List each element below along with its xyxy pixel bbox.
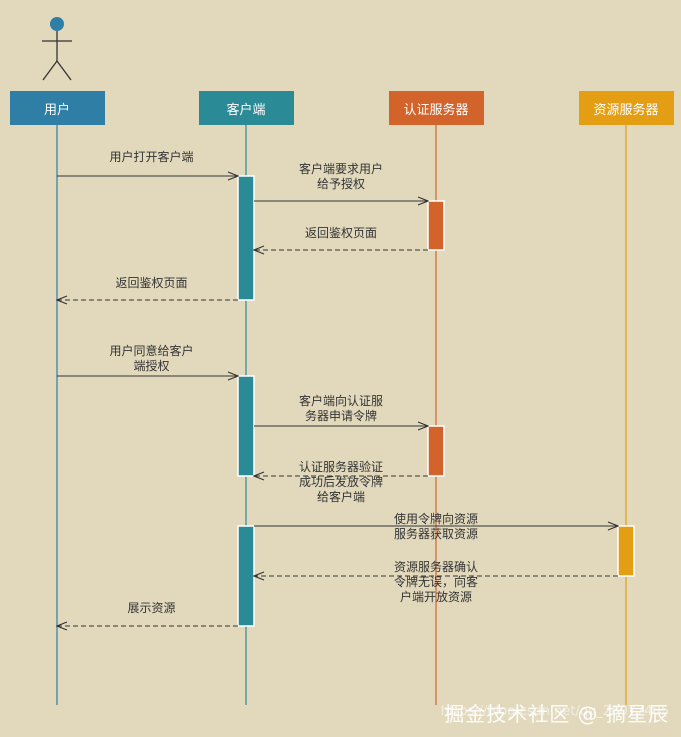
message-label: 认证服务器验证 成功后发放令牌 给客户端	[298, 460, 384, 504]
watermark-url: https://blog.csdn.net/qq_28077405	[440, 704, 669, 719]
message-label: 返回鉴权页面	[304, 226, 378, 240]
activation-bar-client	[237, 175, 255, 301]
message-label: 使用令牌向资源 服务器获取资源	[393, 512, 479, 541]
participant-auth: 认证服务器	[388, 91, 484, 125]
message-label: 客户端要求用户 给予授权	[298, 162, 384, 191]
message-label: 用户同意给客户 端授权	[109, 344, 194, 373]
actor-user-icon	[42, 17, 72, 81]
participant-resource: 资源服务器	[578, 91, 674, 125]
activation-bar-client	[237, 375, 255, 477]
activation-bar-auth	[427, 425, 445, 477]
message-label: 返回鉴权页面	[115, 276, 188, 290]
watermark-main: 掘金技术社区 @ 摘星辰	[444, 702, 669, 726]
message-label: 展示资源	[127, 601, 176, 615]
watermark: 掘金技术社区 @ 摘星辰 https://blog.csdn.net/qq_28…	[440, 698, 669, 727]
activation-bar-client	[237, 525, 255, 627]
activation-bar-auth	[427, 200, 445, 251]
participant-client: 客户端	[198, 91, 294, 125]
activation-bar-resource	[617, 525, 635, 577]
message-label: 资源服务器确认 令牌无误，向客 户端开放资源	[393, 560, 479, 604]
participant-user: 用户	[9, 91, 105, 125]
message-label: 用户打开客户端	[109, 150, 194, 164]
message-label: 客户端向认证服 务器申请令牌	[298, 394, 384, 423]
